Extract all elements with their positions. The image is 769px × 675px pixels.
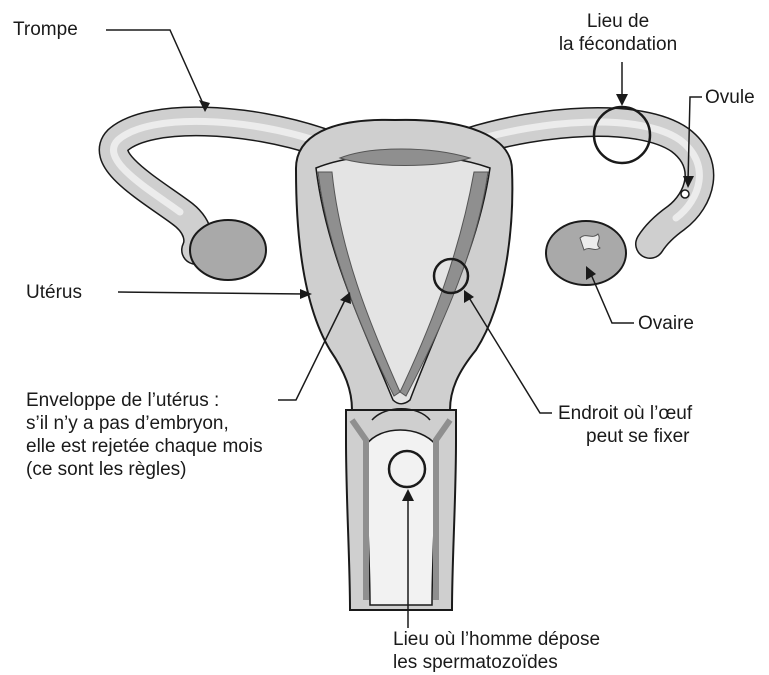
label-fecondation: Lieu de la fécondation <box>558 10 678 56</box>
uterus-leader <box>118 292 306 294</box>
label-fecondation-line2: la fécondation <box>558 33 678 56</box>
label-ovaire: Ovaire <box>638 312 694 335</box>
label-enveloppe-line3: elle est rejetée chaque mois <box>26 435 263 458</box>
label-depot-line1: Lieu où l’homme dépose <box>393 628 600 651</box>
label-uterus-text: Utérus <box>26 281 82 304</box>
left-ovary <box>190 220 266 280</box>
label-trompe-text: Trompe <box>13 18 78 41</box>
trompe-leader <box>106 30 205 108</box>
label-ovule: Ovule <box>705 86 755 109</box>
label-enveloppe: Enveloppe de l’utérus : s’il n’y a pas d… <box>26 389 263 481</box>
label-depot-line2: les spermatozoïdes <box>393 651 600 674</box>
label-trompe: Trompe <box>13 18 78 41</box>
label-depot: Lieu où l’homme dépose les spermatozoïde… <box>393 628 600 674</box>
label-enveloppe-line4: (ce sont les règles) <box>26 458 263 481</box>
label-ovule-text: Ovule <box>705 86 755 109</box>
label-endroit: Endroit où l’œuf peut se fixer <box>558 402 692 448</box>
label-enveloppe-line1: Enveloppe de l’utérus : <box>26 389 263 412</box>
label-endroit-line2: peut se fixer <box>558 425 692 448</box>
ovule <box>681 190 689 198</box>
label-endroit-line1: Endroit où l’œuf <box>558 402 692 425</box>
label-enveloppe-line2: s’il n’y a pas d’embryon, <box>26 412 263 435</box>
vagina-canal <box>366 430 436 605</box>
label-ovaire-text: Ovaire <box>638 312 694 335</box>
label-fecondation-line1: Lieu de <box>558 10 678 33</box>
label-uterus: Utérus <box>26 281 82 304</box>
